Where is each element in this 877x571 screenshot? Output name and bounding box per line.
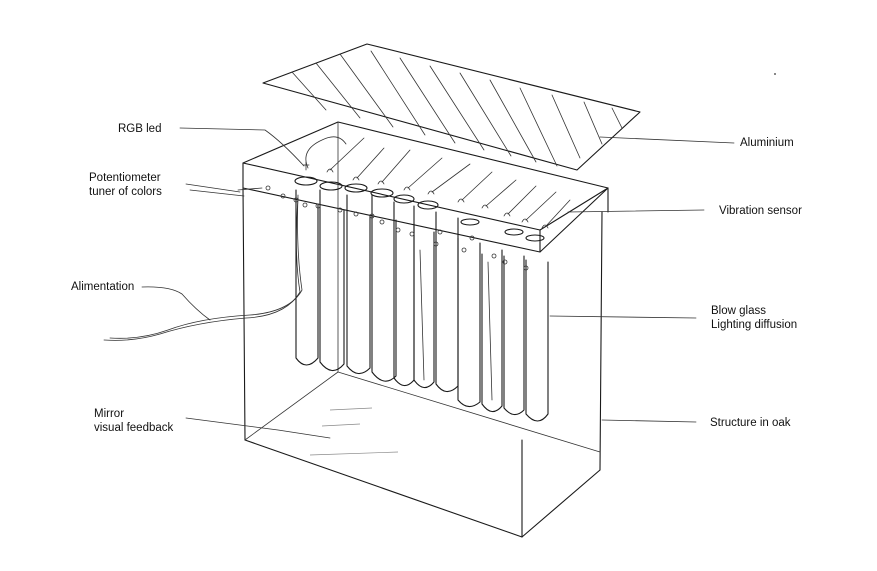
board-holes <box>265 185 529 271</box>
label-mirror: Mirror <box>94 408 125 420</box>
label-potentiometer: Potentiometer <box>89 172 161 184</box>
label-structure: Structure in oak <box>710 417 791 429</box>
label-aluminium: Aluminium <box>740 137 794 149</box>
label-potentiometer-sub: tuner of colors <box>89 186 162 198</box>
label-mirror-sub: visual feedback <box>94 422 174 434</box>
power-cable <box>103 194 303 341</box>
leader-lines <box>141 127 735 439</box>
tube-caps <box>294 176 545 242</box>
label-alimentation: Alimentation <box>71 281 135 293</box>
oak-structure <box>242 121 609 538</box>
label-vibration-sensor: Vibration sensor <box>719 205 802 217</box>
label-lighting-diffusion: Lighting diffusion <box>711 319 798 331</box>
label-rgb-led: RGB led <box>118 123 162 135</box>
label-blow-glass: Blow glass <box>711 305 766 317</box>
aluminium-lid <box>262 43 641 171</box>
mirror-reflections <box>309 407 399 456</box>
sensor-wires <box>302 136 571 229</box>
blow-glass-tubes <box>295 189 549 422</box>
